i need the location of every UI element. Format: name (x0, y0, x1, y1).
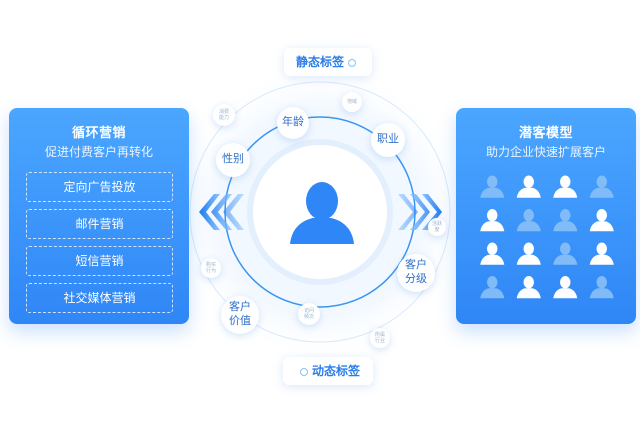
user-icon (480, 276, 505, 299)
minor-tag-purchase: 购买 行为 (201, 258, 221, 278)
user-icon (516, 175, 541, 198)
tag-age: 年龄 (277, 107, 309, 139)
panel-title: 循环营销 (71, 125, 126, 140)
static-tag-label: 静态标签 (295, 55, 344, 69)
retargeting-panel: 循环营销 促进付费客户再转化 定向广告投放 邮件营销 短信营销 社交媒体营销 (9, 108, 189, 324)
channel-sms: 短信营销 (26, 246, 173, 276)
circle-dot-icon (299, 367, 308, 376)
minor-tag-consume: 消费 能力 (213, 104, 235, 126)
user-icon (553, 209, 578, 232)
dynamic-tag-label: 动态标签 (311, 364, 360, 378)
channel-list: 定向广告投放 邮件营销 短信营销 社交媒体营销 (26, 172, 173, 320)
user-icon (480, 242, 505, 265)
user-icon (516, 242, 541, 265)
channel-ad: 定向广告投放 (26, 172, 173, 202)
user-grid (474, 170, 620, 304)
user-icon (516, 209, 541, 232)
user-icon (589, 276, 614, 299)
minor-tag-activity: 活跃 度 (428, 218, 446, 236)
tag-customer-value: 客户 价值 (221, 296, 259, 334)
user-icon (589, 242, 614, 265)
user-icon (589, 209, 614, 232)
lookalike-panel: 潜客模型 助力企业快速扩展客户 (456, 108, 636, 324)
tag-gender: 性别 (216, 143, 250, 177)
user-icon (480, 209, 505, 232)
user-icon (553, 276, 578, 299)
channel-social: 社交媒体营销 (26, 283, 173, 313)
channel-email: 邮件营销 (26, 209, 173, 239)
user-icon (553, 175, 578, 198)
user-icons-grid (480, 175, 614, 299)
minor-tag-region: 地域 (342, 92, 362, 112)
user-icon (589, 175, 614, 198)
user-icon (553, 242, 578, 265)
tag-customer-level: 客户 分级 (397, 254, 435, 292)
panel-subtitle: 助力企业快速扩展客户 (485, 145, 606, 159)
minor-tag-industry: 所属 行业 (370, 328, 390, 348)
tag-job: 职业 (371, 123, 405, 157)
user-icon (516, 276, 541, 299)
left-chevrons-icon (199, 194, 244, 230)
minor-tag-visit: 访问 频次 (298, 303, 320, 325)
dynamic-tag-pill: 动态标签 (283, 357, 373, 385)
panel-title: 潜客模型 (518, 125, 573, 140)
static-tag-pill: 静态标签 (284, 48, 372, 76)
user-silhouette-icon (290, 182, 354, 244)
circle-dot-icon (348, 58, 356, 67)
outer-ring (189, 81, 451, 343)
panel-subtitle: 促进付费客户再转化 (44, 145, 153, 159)
user-icon (480, 175, 505, 198)
